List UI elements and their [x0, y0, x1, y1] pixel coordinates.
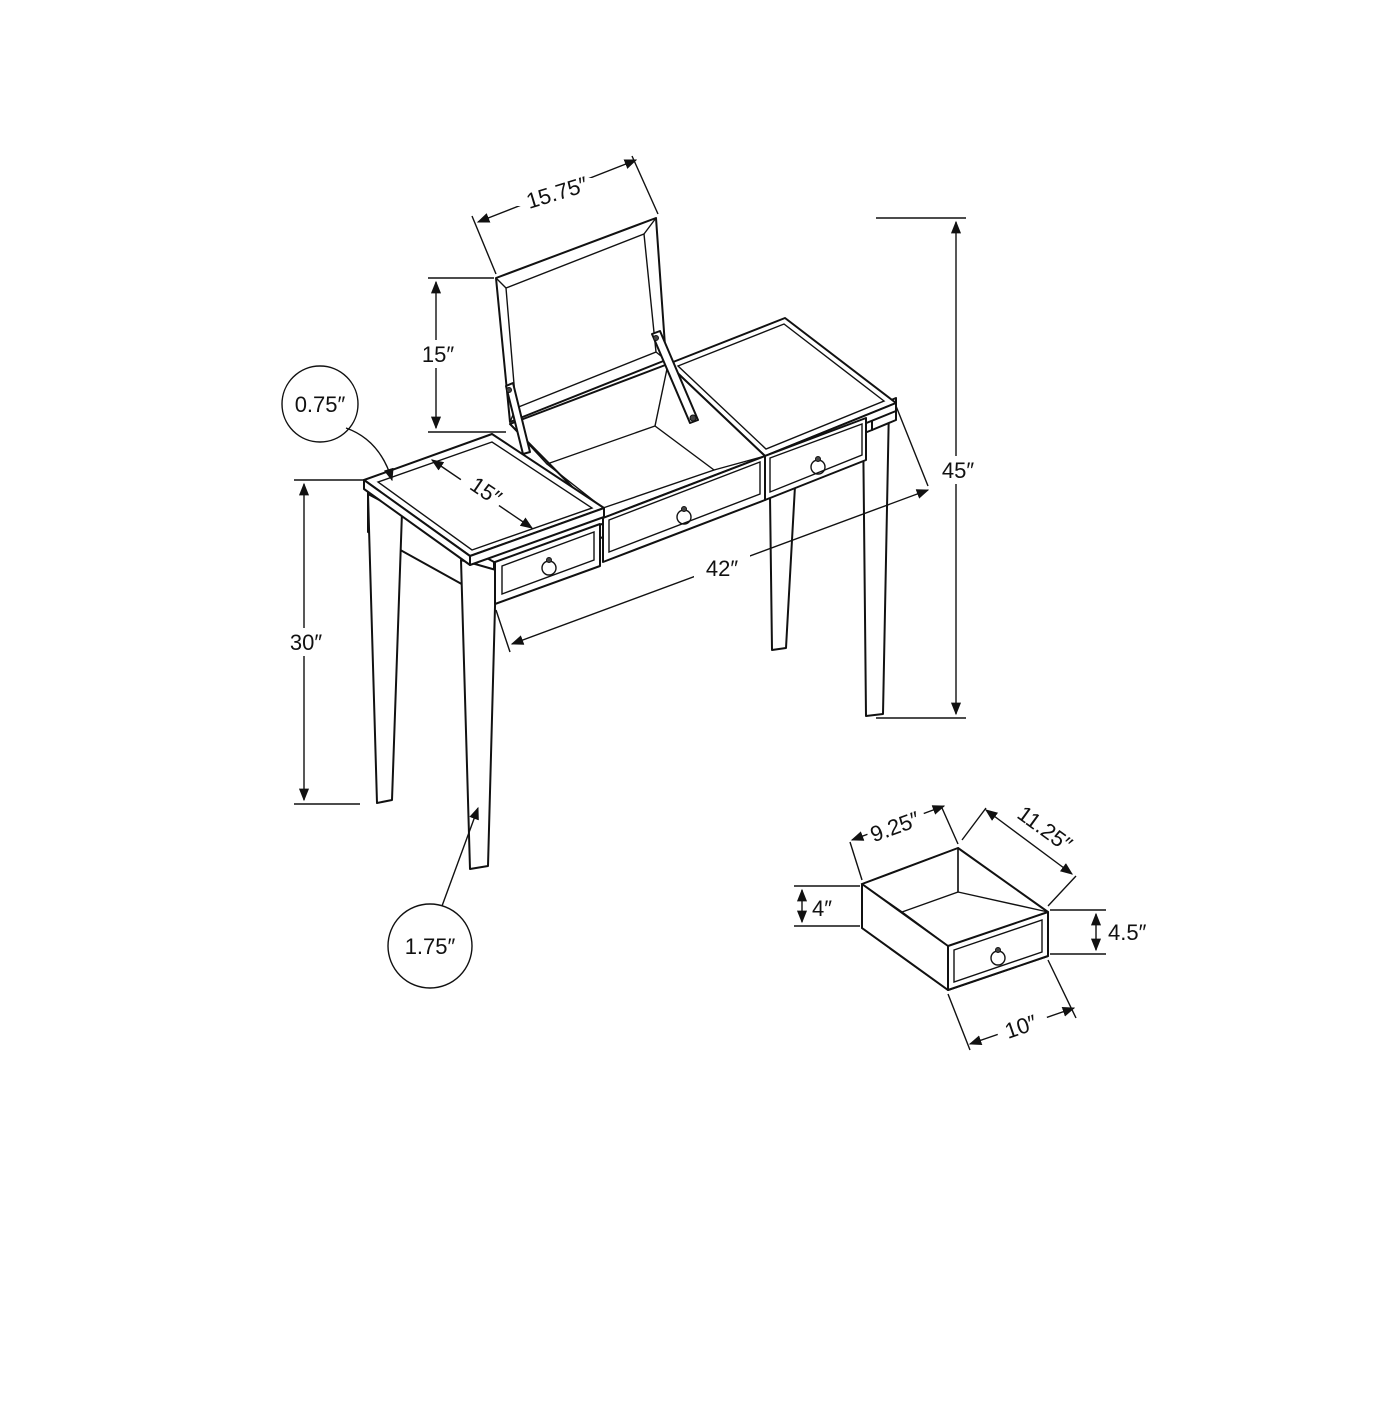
front-leg-right: [460, 559, 497, 870]
table-width-label: 42″: [706, 556, 738, 581]
mirror-width-label: 15.75″: [523, 171, 591, 213]
front-leg-left: [367, 493, 403, 804]
mirror-height-label: 15″: [422, 342, 454, 367]
top-thickness-label: 0.75″: [295, 392, 346, 417]
drawer-detail-drawing: [860, 846, 1049, 991]
table-height-label: 30″: [290, 630, 322, 655]
drawer-inner-width-label: 9.25″: [867, 806, 923, 847]
drawer-front-height-label: 4.5″: [1108, 920, 1147, 945]
ring-pull-icon: [990, 947, 1006, 966]
leg-width-callout: [387, 903, 473, 989]
top-thickness-callout: [281, 365, 359, 443]
leg-width-label: 1.75″: [405, 934, 456, 959]
drawer-inner-height-label: 4″: [812, 896, 832, 921]
overall-height-label: 45″: [942, 458, 974, 483]
back-leg-middle: [769, 485, 796, 651]
lid-hinge-right: [651, 330, 699, 424]
lid-hinge-left: [505, 382, 531, 455]
vanity-table-drawing: [363, 217, 897, 870]
ring-pull-icon: [810, 456, 826, 475]
